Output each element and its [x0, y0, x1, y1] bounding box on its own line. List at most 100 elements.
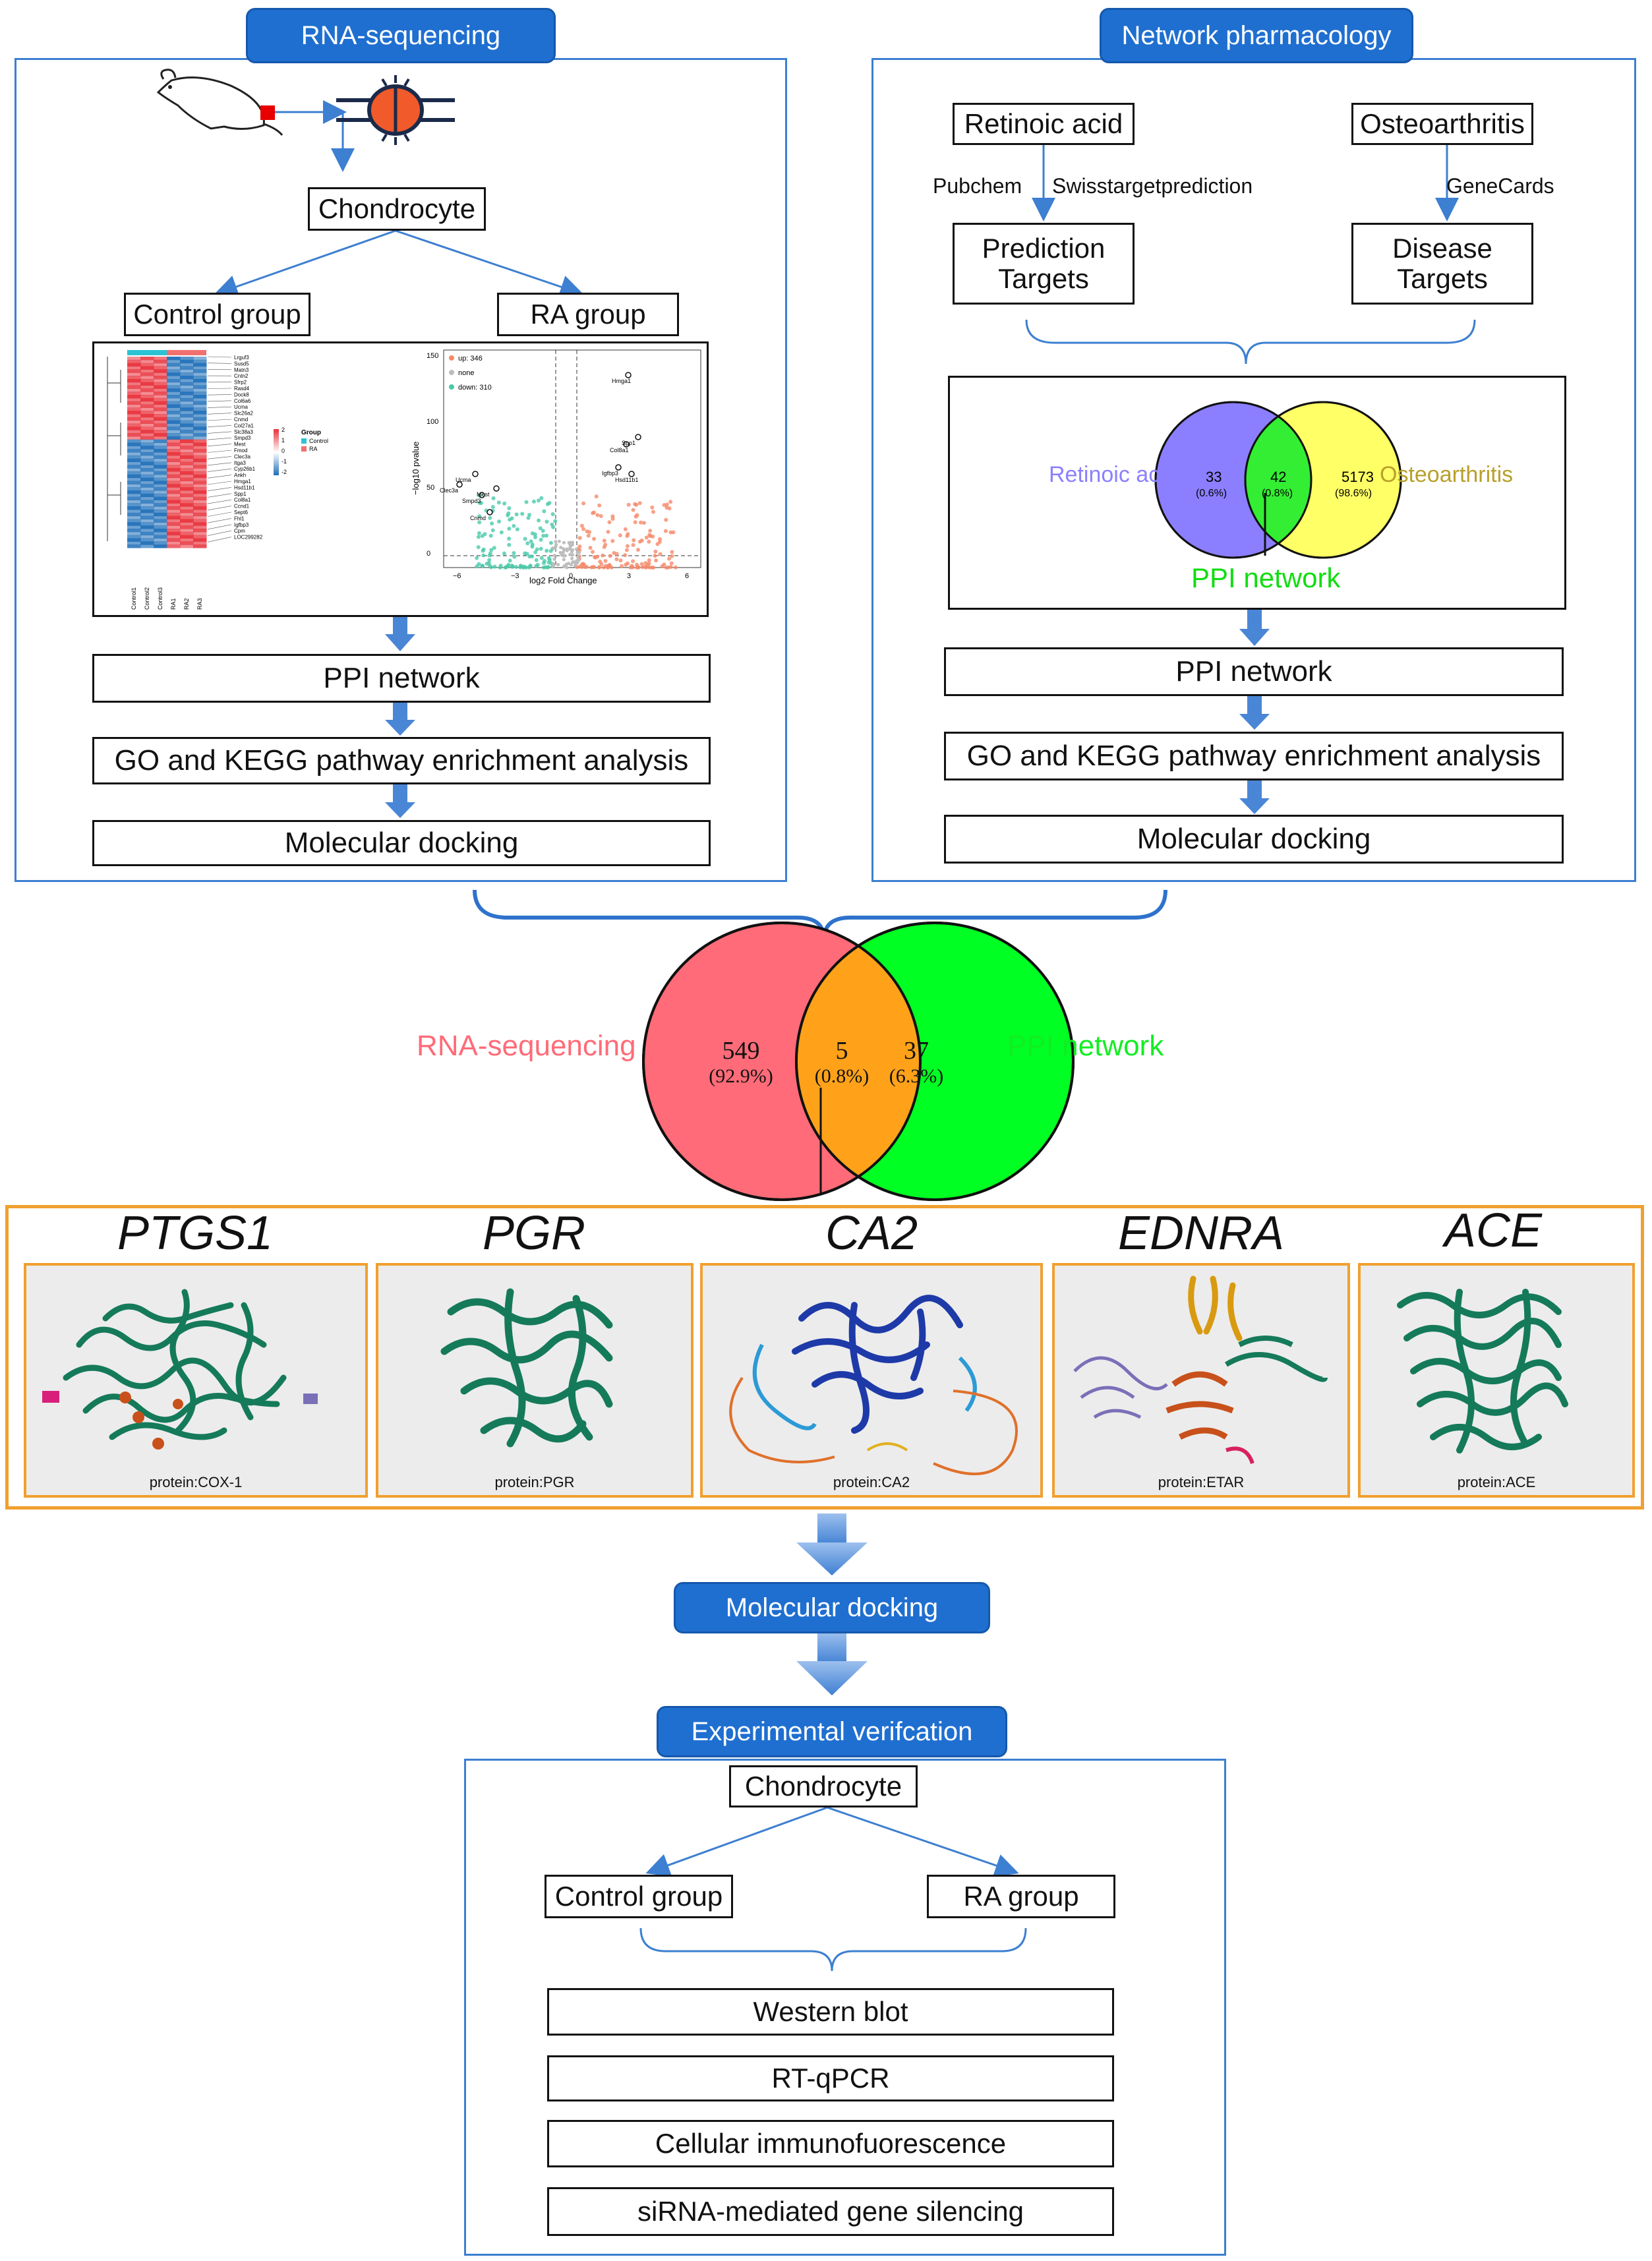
heatmap-cell — [140, 515, 154, 519]
heatmap-cell — [193, 529, 207, 533]
rt-qpcr-box: RT-qPCR — [547, 2055, 1114, 2101]
down-arrow-1 — [796, 1513, 868, 1575]
volcano-highlight-ring — [493, 485, 500, 492]
heatmap-cell — [193, 397, 207, 402]
exp-split-control — [645, 1806, 828, 1877]
heatmap-cell — [140, 512, 154, 517]
volcano-up-point — [594, 494, 599, 499]
heatmap-cell — [193, 414, 207, 418]
heatmap-cell — [167, 477, 181, 481]
heatmap-cell — [193, 452, 207, 456]
heatmap-gene-leader — [207, 506, 232, 511]
heatmap-cell — [180, 388, 194, 392]
heatmap-cell — [140, 446, 154, 450]
heatmap-cell — [154, 493, 167, 498]
volcano-up-point — [647, 558, 651, 562]
volcano-up-point — [639, 538, 644, 543]
heatmap-cell — [154, 503, 167, 507]
volcano-up-point — [592, 537, 597, 541]
volcano-down-point — [477, 514, 482, 519]
heatmap-cell — [193, 500, 207, 504]
heatmap-cell — [154, 461, 167, 465]
volcano-down-point — [506, 564, 510, 568]
heatmap-cell — [167, 512, 181, 517]
volcano-down-point — [523, 537, 527, 541]
volcano-up-point — [631, 559, 635, 564]
left-enrichment-box: GO and KEGG pathway enrichment analysis — [92, 737, 711, 784]
heatmap-cell — [140, 474, 154, 479]
protein-caption-ace: protein:ACE — [1457, 1474, 1536, 1490]
western-blot-box: Western blot — [547, 1988, 1114, 2036]
heatmap-cell — [140, 430, 154, 434]
heatmap-gene-leader — [207, 394, 232, 396]
big-venn-right-pct: (6.3%) — [889, 1065, 944, 1087]
heatmap-cell — [193, 417, 207, 421]
volcano-up-point — [664, 502, 669, 507]
heatmap-cell — [180, 359, 194, 364]
heatmap-gene-label: Cnmd — [234, 417, 248, 423]
volcano-gene-label: Igfbp3 — [602, 470, 618, 477]
heatmap-cell — [167, 500, 181, 504]
mouse-icon — [156, 69, 283, 136]
heatmap-cell — [167, 414, 181, 418]
volcano-up-point — [670, 550, 674, 554]
heatmap-cell — [167, 452, 181, 456]
heatmap-group-cell — [127, 350, 140, 355]
volcano-down-point — [545, 548, 549, 553]
heatmap-cell — [167, 446, 181, 450]
heatmap-cell — [140, 376, 154, 380]
heatmap-cell — [154, 449, 167, 453]
volcano-down-point — [514, 512, 519, 517]
heatmap-cell — [140, 426, 154, 430]
heatmap-cell — [154, 372, 167, 376]
small-venn-mid-count: 42 — [1270, 469, 1286, 485]
heatmap-cell — [180, 423, 194, 427]
heatmap-gene-label: Ucma — [234, 404, 248, 410]
volcano-legend-label: none — [458, 369, 474, 377]
pubchem-label: Pubchem — [933, 174, 1022, 198]
heatmap-cell — [167, 423, 181, 427]
volcano-down-point — [488, 565, 493, 570]
volcano-up-point — [671, 530, 676, 535]
heatmap-cell — [193, 541, 207, 545]
volcano-ytick: 150 — [427, 352, 438, 360]
heatmap-cell — [193, 484, 207, 488]
heatmap-cell — [180, 357, 194, 361]
heatmap-cell — [140, 420, 154, 424]
volcano-highlight-ring — [625, 372, 632, 378]
volcano-ns-point — [570, 556, 574, 560]
heatmap-cell — [180, 471, 194, 475]
big-venn-intersection — [796, 923, 920, 1200]
volcano-up-point — [599, 514, 603, 518]
heatmap-group-cell — [140, 350, 154, 355]
heatmap-cell — [180, 420, 194, 424]
heatmap-cell — [180, 487, 194, 491]
volcano-down-point — [545, 565, 550, 570]
heatmap-gene-leader — [207, 499, 232, 504]
volcano-ns-point — [576, 555, 580, 559]
heatmap-cell — [127, 385, 141, 389]
volcano-highlight-ring — [487, 509, 493, 515]
heatmap-cell — [154, 446, 167, 450]
volcano-up-point — [603, 543, 608, 547]
heatmap-cell — [180, 541, 194, 545]
heatmap-cell — [167, 535, 181, 539]
heatmap-cell — [193, 433, 207, 437]
ca2-structure-icon — [729, 1295, 1018, 1475]
gene-pgr: PGR — [482, 1207, 586, 1260]
heatmap-cell — [167, 503, 181, 507]
heatmap-cell — [167, 411, 181, 415]
volcano-highlight-ring — [628, 471, 635, 477]
volcano-down-point — [550, 512, 555, 517]
volcano-up-point — [577, 544, 582, 549]
heatmap-cell — [193, 442, 207, 446]
heatmap-cell — [140, 455, 154, 459]
heatmap-sample-label: RA1 — [170, 598, 177, 610]
heatmap-cell — [193, 436, 207, 440]
heatmap-cell — [193, 496, 207, 500]
heatmap-cell — [193, 404, 207, 408]
sirna-box: siRNA-mediated gene silencing — [547, 2187, 1114, 2236]
heatmap-gene-label: Itga3 — [234, 460, 246, 466]
volcano-down-point — [527, 565, 531, 570]
heatmap-cell — [127, 506, 141, 510]
